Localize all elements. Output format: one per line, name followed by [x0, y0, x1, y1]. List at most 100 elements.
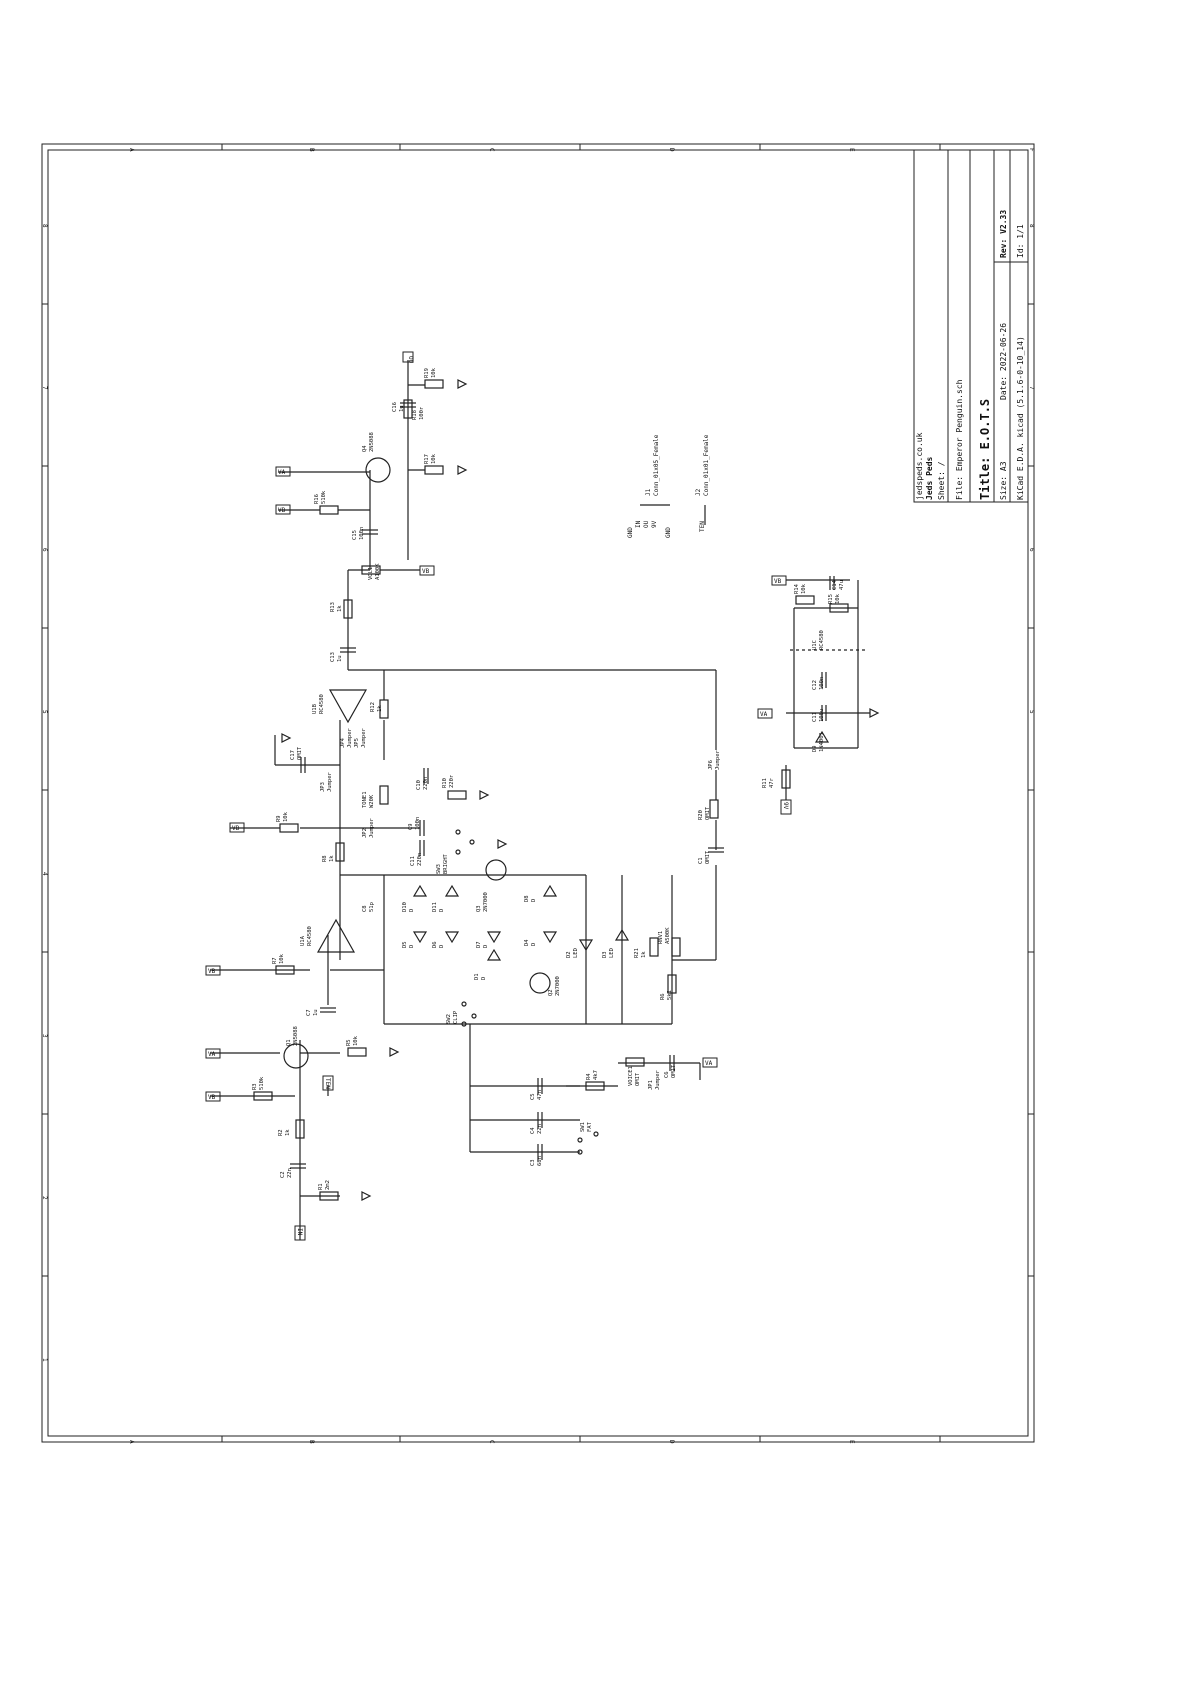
net-labels: OU VA VB VB VB VB VA VB TEN IN VA VB VA … [205, 351, 792, 1241]
component-ref-r5: R5 [346, 1039, 352, 1046]
component-ref-sw3: SW3 [436, 864, 442, 874]
component-ref-jp2: JP2 [362, 828, 368, 838]
component-value-c1: OMIT [705, 850, 711, 864]
component-value-d2: LED [573, 948, 579, 958]
component-ref-c6: C6 [664, 1071, 670, 1078]
component-value-c14: 47u [839, 580, 845, 590]
component-value-jp1: Jumper [655, 1069, 661, 1090]
component-ref-c13: C13 [330, 652, 336, 662]
frame-number-8-right: 8 [1028, 224, 1035, 228]
conn-j2-ref: J2 [695, 488, 702, 496]
component-value-r3: 510k [259, 1076, 265, 1090]
frame-letter-f: F [1028, 148, 1035, 152]
component-ref-r1: R1 [318, 1183, 324, 1190]
net-label-ten: TEN [324, 1078, 331, 1089]
component-value-r14: 10k [801, 583, 807, 594]
resistors [253, 379, 849, 1201]
frame-number-5-right: 5 [1028, 710, 1035, 714]
net-label-va-q4: VA [278, 469, 286, 476]
component-ref-sw2: SW2 [446, 1014, 452, 1024]
frame-letter-b-bottom: B [308, 1440, 315, 1444]
frame-letter-c-bottom: C [488, 1440, 495, 1444]
component-value-u1b: RC4580 [319, 694, 325, 714]
component-ref-r16: R16 [314, 494, 320, 504]
frame-number-4: 4 [41, 872, 48, 876]
title-tool: KiCad E.D.A. kicad (5.1.6-0-10_14) [1016, 336, 1025, 500]
frame-number-7-right: 7 [1028, 386, 1035, 390]
net-label-vb-r16: VB [278, 507, 286, 514]
component-value-d10: D [409, 909, 415, 912]
component-value-r6: 5k1 [667, 990, 673, 1000]
component-ref-d5: D5 [402, 941, 408, 948]
component-value-u1a: RC4580 [307, 926, 313, 946]
component-ref-r12: R12 [370, 702, 376, 712]
component-value-c15: 100n [359, 527, 365, 540]
component-value-d4: D [531, 943, 537, 946]
component-value-r18: 100r [419, 406, 425, 420]
frame-number-5: 5 [41, 710, 48, 714]
component-ref-jp4: JP4 [340, 737, 346, 748]
component-value-c10: 220n [423, 777, 429, 790]
component-value-d5: D [409, 945, 415, 948]
net-label-9v: 9V [782, 802, 789, 810]
component-value-c17: OMIT [297, 746, 303, 760]
component-ref-q4: Q4 [362, 445, 368, 452]
frame-letter-d-bottom: D [668, 1440, 675, 1444]
component-ref-jp6: JP6 [708, 760, 714, 770]
component-ref-r2: R2 [278, 1129, 284, 1136]
component-value-jp6: Jumper [715, 749, 721, 770]
conn-j2-val: Conn_01x01_Female [703, 434, 710, 496]
component-value-vol1: A100K [375, 563, 381, 580]
component-ref-c2: C2 [280, 1171, 286, 1178]
component-ref-voice1: VOICE1 [628, 1066, 634, 1086]
frame-letter-d: D [668, 148, 675, 152]
component-value-r2: 1k [285, 1129, 291, 1136]
component-value-q4: 2N5088 [369, 432, 375, 452]
component-ref-c9: C9 [408, 823, 414, 830]
component-value-rnv1: A500K [665, 927, 671, 944]
component-ref-rnv1: RNV1 [658, 931, 664, 944]
frame-letter-a: A [128, 148, 135, 152]
component-ref-c12: C12 [812, 680, 818, 690]
component-ref-c3: C3 [530, 1159, 536, 1166]
net-label-vb-power: VB [774, 578, 782, 585]
switches [455, 829, 599, 1155]
component-value-voice1: OMIT [635, 1072, 641, 1086]
component-value-r8: 1k [329, 855, 335, 862]
frame-number-8: 8 [41, 224, 48, 228]
op-amps [316, 649, 866, 953]
connector-block: GND IN OU 9V GND TEN J1 Conn_01x05_Femal… [627, 434, 710, 538]
title-date: Date: 2022-06-26 [999, 323, 1008, 400]
component-ref-jp3: JP3 [320, 782, 326, 792]
component-value-q3: 2N7000 [483, 892, 489, 912]
component-value-c12: 100n [819, 677, 825, 690]
component-ref-r18: R18 [412, 410, 418, 420]
frame-number-6: 6 [41, 548, 48, 552]
component-ref-r4: R4 [586, 1073, 592, 1080]
component-value-q2: 2N7000 [555, 976, 561, 996]
conn-pin-9v: 9V [651, 520, 658, 528]
component-ref-c7: C7 [306, 1009, 312, 1016]
capacitors [290, 402, 835, 1169]
component-value-c13: 1u [337, 655, 343, 662]
title-block: jedspeds.co.uk Jeds Peds Sheet: / File: … [913, 149, 1029, 503]
component-value-r10: 220r [449, 774, 455, 788]
component-value-c3: 68n [537, 1156, 543, 1166]
net-label-out: OU [407, 356, 414, 364]
component-ref-tone1: TONE1 [362, 791, 368, 808]
component-ref-r8: R8 [322, 855, 328, 862]
conn-pin-gnd-2: GND [665, 527, 672, 538]
component-value-c7: 1u [313, 1009, 319, 1016]
title-main: Title: E.O.T.S [978, 399, 992, 500]
component-value-r16: 510k [321, 490, 327, 504]
component-ref-d9: D9 [812, 745, 818, 752]
component-value-r9: 10k [283, 811, 289, 822]
diodes [412, 730, 830, 961]
frame-letter-c: C [488, 148, 495, 152]
component-value-d9: 1N4001 [819, 732, 825, 752]
component-value-d11: D [439, 909, 445, 912]
component-value-c2: 22n [287, 1168, 293, 1178]
component-ref-c17: C17 [290, 750, 296, 760]
title-id: Id: 1/1 [1016, 224, 1025, 258]
